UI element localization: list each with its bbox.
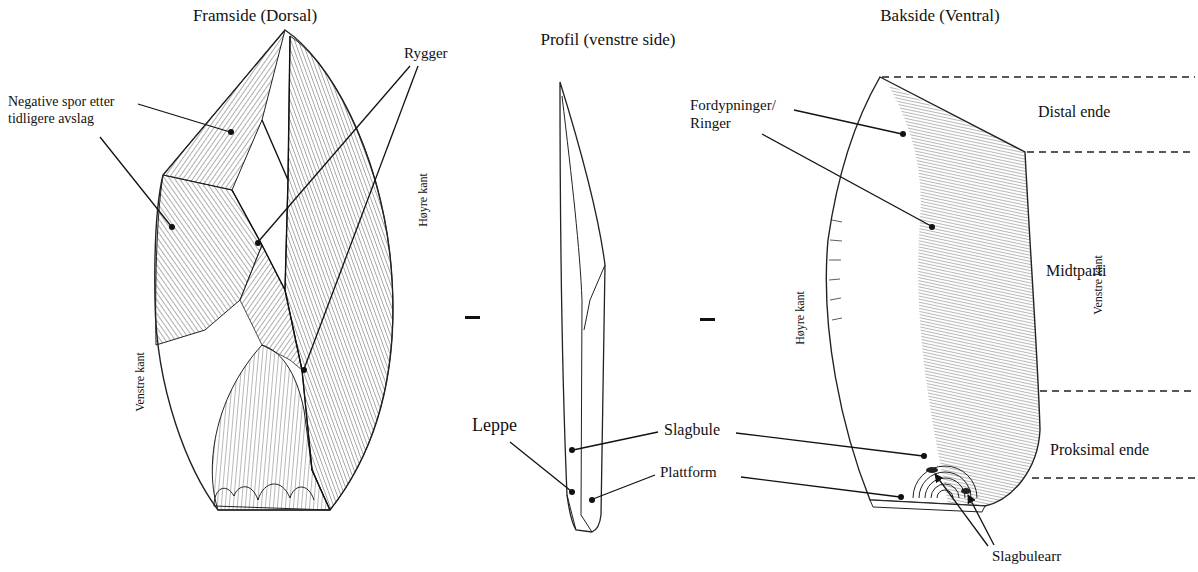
flake-scar: [156, 175, 262, 345]
view-title: Profil (venstre side): [540, 30, 675, 50]
platform-scars: [214, 484, 330, 510]
part-label: Rygger: [404, 44, 448, 62]
ventral-view: [826, 77, 1040, 512]
part-label: Leppe: [472, 415, 517, 437]
ventral-outline: [826, 77, 1040, 506]
edge-hatching: [829, 220, 842, 320]
profile-view: [560, 82, 605, 532]
zone-divider: [882, 77, 1195, 478]
profile-outline: [560, 82, 605, 532]
dorsal-view: [155, 30, 393, 510]
flake-scar: [163, 30, 285, 190]
part-label: Slagbule: [664, 420, 720, 439]
edge-label: Høyre kant: [793, 291, 807, 345]
flake-scar: [212, 345, 330, 510]
bulb-scar: [926, 467, 938, 473]
zone-label: Proksimal ende: [1050, 440, 1149, 459]
part-label: Negative spor etter tidligere avslag: [8, 94, 153, 128]
bulb-scar: [961, 488, 971, 494]
part-label: Fordypninger/ Ringer: [690, 96, 800, 132]
edge-label: Høyre kant: [416, 173, 430, 227]
dorsal-outline: [155, 30, 393, 510]
view-title: Bakside (Ventral): [880, 6, 999, 26]
ripple-hatching: [888, 84, 1040, 506]
part-label: Plattform: [660, 463, 717, 481]
view-title: Framside (Dorsal): [193, 6, 317, 26]
bulb-rings: [913, 466, 977, 498]
ridge-line: [232, 36, 330, 510]
edge-label: Venstre kant: [133, 352, 147, 412]
leader-line: [100, 66, 994, 546]
leader-dot: [169, 129, 935, 503]
part-label: Slagbulearr: [992, 547, 1061, 565]
platform-band: [870, 500, 985, 512]
profile-ridge: [562, 96, 605, 532]
zone-label: Distal ende: [1038, 102, 1110, 121]
separator-dash: [465, 316, 480, 319]
zone-label: Midtparti: [1046, 261, 1106, 280]
separator-dash: [700, 318, 715, 321]
